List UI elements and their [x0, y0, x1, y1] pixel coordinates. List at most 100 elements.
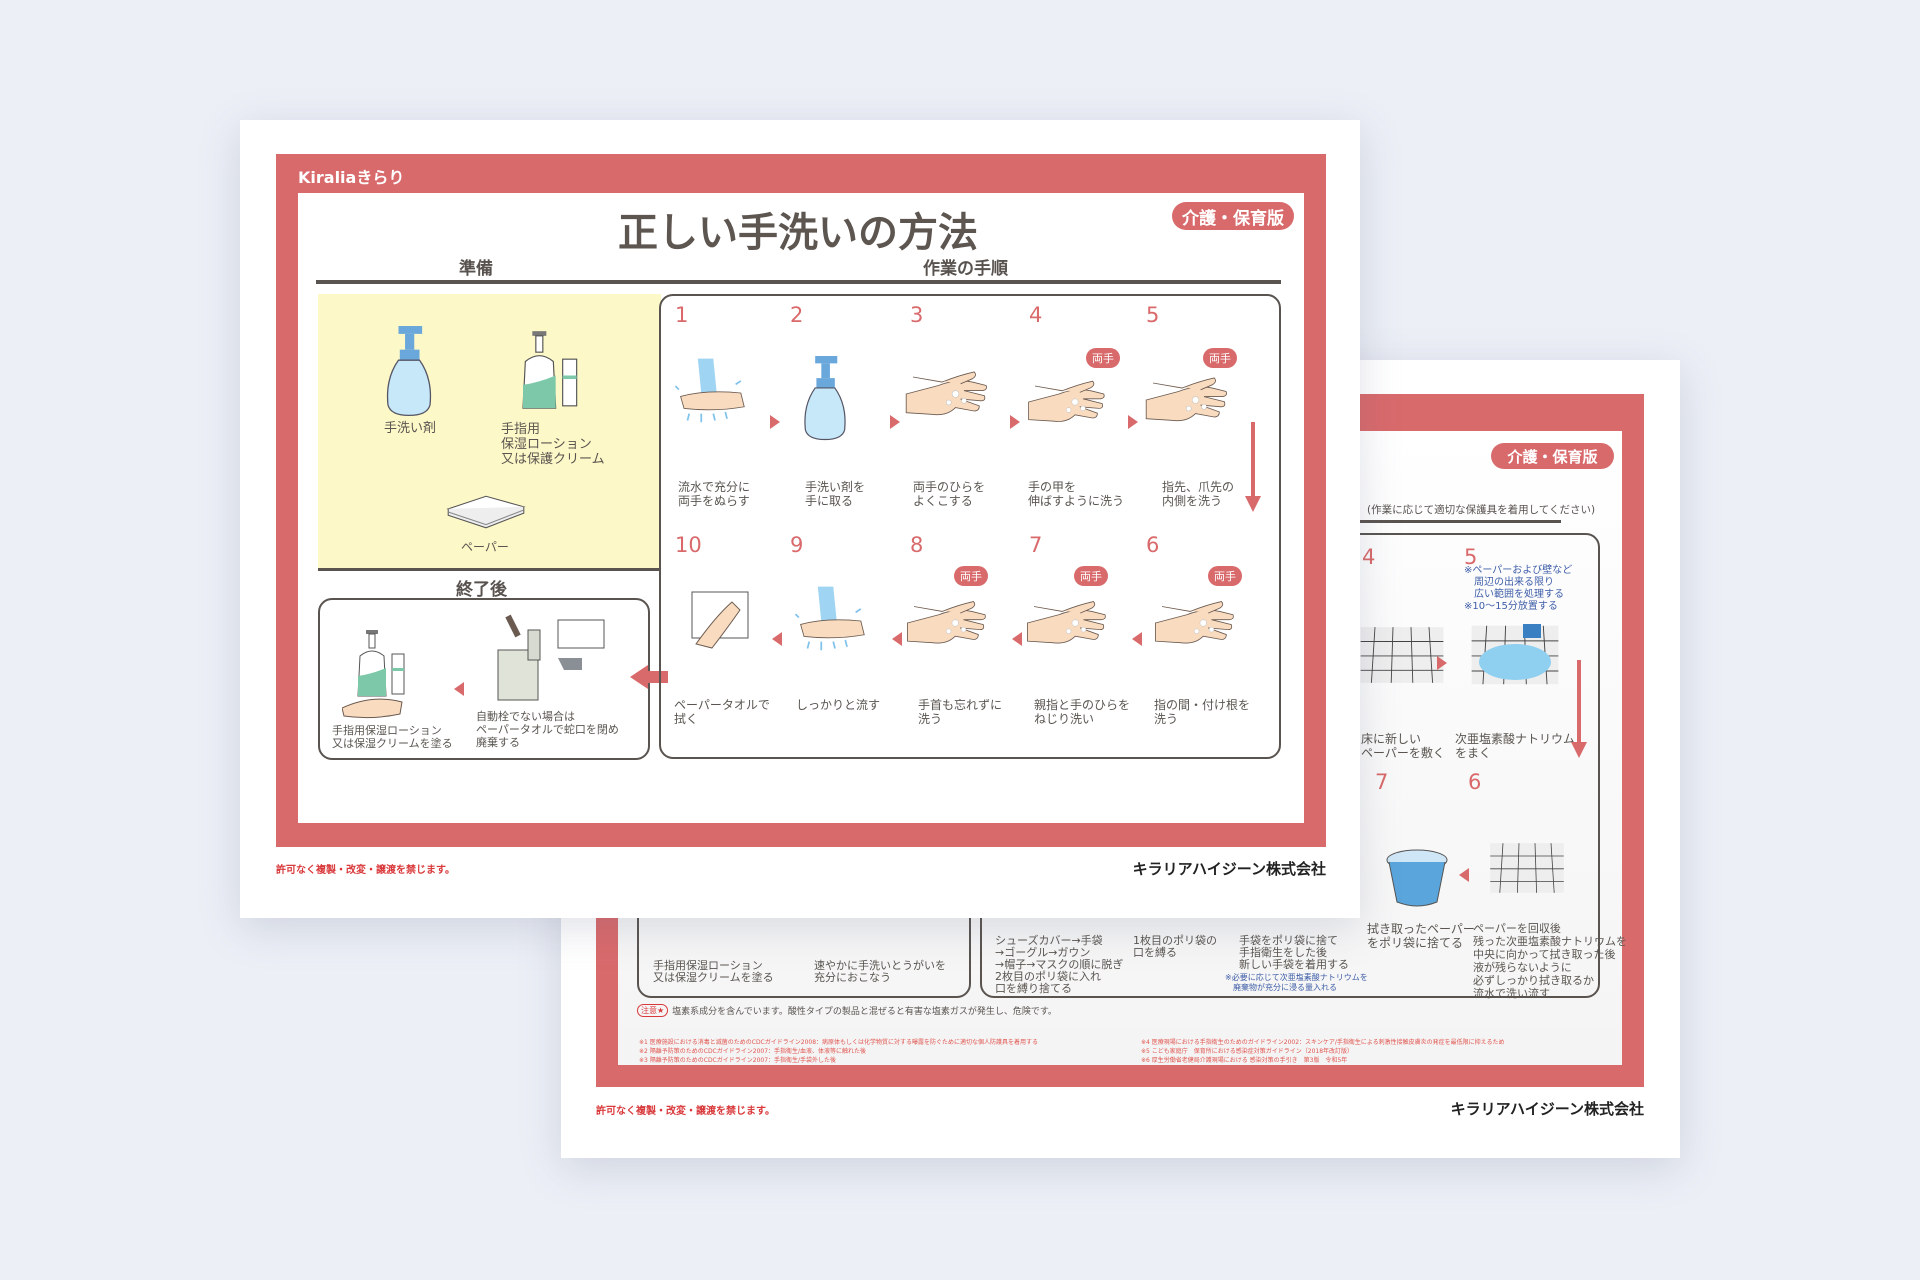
arrow-left-icon: [1012, 632, 1022, 646]
back-step-number: 6: [1468, 770, 1482, 794]
back-step-number: 5: [1464, 545, 1478, 569]
step-caption: 手首も忘れずに 洗う: [918, 698, 1003, 726]
step-number: 4: [1029, 303, 1043, 327]
step-number: 6: [1146, 533, 1160, 557]
paper-towel-stack-icon: [444, 490, 528, 532]
back-after-caption: 速やかに手洗いとうがいを 充分におこなう: [814, 959, 946, 984]
both-hands-badge: 両手: [954, 566, 988, 586]
after-caption: 自動栓でない場合は ペーパータオルで蛇口を閉め 廃棄する: [476, 710, 619, 749]
both-hands-badge: 両手: [1203, 348, 1237, 368]
lotion-apply-illustration: [342, 630, 405, 719]
arrow-left-icon: [772, 632, 782, 646]
step-caption: しっかりと流す: [796, 698, 881, 712]
twist-thumb-illustration: [1024, 590, 1110, 656]
prep-item-label: 手指用 保湿ローション 又は保護クリーム: [501, 422, 605, 467]
caution-line: 注意★ 塩素系成分を含んでいます。酸性タイプの製品と混ぜると有害な塩素ガスが発生…: [637, 1004, 1057, 1017]
wash-back-of-hands-illustration: [1024, 370, 1110, 434]
after-caption: 手指用保湿ローション 又は保湿クリームを塗る: [332, 724, 453, 750]
back-step-number: 4: [1362, 545, 1376, 569]
hand-soap-bottle-icon: [382, 326, 436, 418]
arrow-down-icon: [1577, 660, 1581, 750]
arrow-left-large-icon: [644, 671, 668, 683]
arrow-down-head: [1245, 496, 1261, 512]
both-hands-badge: 両手: [1208, 566, 1242, 586]
heading-rule: [316, 280, 1281, 284]
edition-badge: 介護・保育版: [1172, 202, 1294, 230]
arrow-left-large-head: [630, 665, 648, 689]
step-number: 10: [675, 533, 702, 557]
wash-wrists-illustration: [904, 590, 990, 656]
arrow-left-icon: [1459, 868, 1469, 882]
back-company-name: キラリアハイジーン株式会社: [1450, 1100, 1644, 1118]
back-step-note: ※ペーパーおよび壁など 周辺の出来る限り 広い範囲を処理する ※10〜15分放置…: [1464, 565, 1573, 612]
step-number: 8: [910, 533, 924, 557]
bucket-illustration: [1386, 849, 1448, 907]
step-number: 3: [910, 303, 924, 327]
step-number: 1: [675, 303, 689, 327]
back-after-caption: 手指用保湿ローション 又は保湿クリームを塗る: [653, 959, 774, 984]
rinse-hands-illustration: [672, 358, 758, 428]
arrow-right-icon: [1128, 415, 1138, 429]
back-step-caption: 床に新しい ペーパーを敷く: [1361, 732, 1445, 760]
step-caption: ペーパータオルで 拭く: [674, 698, 770, 726]
prep-item-label: ペーパー: [461, 540, 509, 554]
after-heading: 終了後: [456, 580, 507, 600]
step-caption: 指の間・付け根を 洗う: [1154, 698, 1251, 726]
step-number: 2: [790, 303, 804, 327]
arrow-left-icon: [1132, 632, 1142, 646]
both-hands-badge: 両手: [1074, 566, 1108, 586]
step-number: 5: [1146, 303, 1160, 327]
page-title: 正しい手洗いの方法: [618, 210, 978, 256]
step-caption: 流水で充分に 両手をぬらす: [678, 480, 751, 508]
front-copyright: 許可なく複製・改変・譲渡を禁じます。: [276, 865, 455, 876]
back-step-caption: 次亜塩素酸ナトリウム をまく: [1455, 732, 1576, 760]
lotion-bottle-icon: [516, 326, 586, 418]
trash-bin-faucet-illustration: [497, 614, 605, 701]
back-subtitle: (作業に応じて適切な保護具を着用してください): [1367, 504, 1596, 516]
step-caption: 手洗い剤を 手に取る: [805, 480, 866, 508]
arrow-right-icon: [1437, 656, 1447, 670]
brand-logo: Kiraliaきらり: [298, 168, 405, 187]
arrow-down-icon: [1251, 422, 1255, 502]
step-number: 9: [790, 533, 804, 557]
arrow-left-icon: [454, 682, 464, 696]
front-company-name: キラリアハイジーン株式会社: [1132, 860, 1326, 878]
back-step-caption: ペーパーを回収後 残った次亜塩素酸ナトリウムを 中央に向かって拭き取った後 液が…: [1473, 922, 1627, 1000]
pour-solution-illustration: [1467, 624, 1563, 688]
prep-heading: 準備: [459, 259, 493, 279]
footnotes-left: ※1 医療施設における消毒と滅菌のためのCDCガイドライン2008：病原体もしく…: [639, 1039, 1039, 1064]
rub-palms-illustration: [904, 360, 990, 428]
back-bottom-caption: シューズカバー→手袋 →ゴーグル→ガウン →帽子→マスクの順に脱ぎ 2枚目のポリ…: [995, 934, 1124, 995]
wipe-floor-illustration: [1487, 840, 1567, 896]
step-caption: 両手のひらを よくこする: [913, 480, 986, 508]
back-step-caption: 拭き取ったペーパー をポリ袋に捨てる: [1367, 922, 1475, 950]
take-soap-illustration: [800, 356, 850, 442]
step-caption: 手の甲を 伸ばすように洗う: [1028, 480, 1125, 508]
back-bottom-caption: 1枚目のポリ袋の 口を縛る: [1133, 934, 1217, 959]
wash-between-fingers-illustration: [1152, 590, 1238, 656]
back-bottom-caption: 手袋をポリ袋に捨て 手指衛生をした後 新しい手袋を着用する: [1239, 934, 1349, 971]
both-hands-badge: 両手: [1086, 348, 1120, 368]
back-step-number: 7: [1375, 770, 1389, 794]
front-card: Kiraliaきらり 正しい手洗いの方法 介護・保育版 準備 作業の手順 手洗い…: [240, 120, 1360, 918]
caution-badge: 注意★: [637, 1004, 669, 1017]
back-copyright: 許可なく複製・改変・譲渡を禁じます。: [596, 1106, 775, 1117]
footnotes-right: ※4 医療現場における手指衛生のためのガイドライン2002：スキンケア/手指衛生…: [1141, 1039, 1505, 1064]
rinse-thoroughly-illustration: [792, 586, 878, 656]
arrow-down-head: [1571, 742, 1587, 758]
dry-with-paper-towel-illustration: [691, 591, 749, 649]
caution-text: 塩素系成分を含んでいます。酸性タイプの製品と混ぜると有害な塩素ガスが発生し、危険…: [672, 1007, 1057, 1017]
wash-fingertips-illustration: [1144, 366, 1230, 434]
step-caption: 親指と手のひらを ねじり洗い: [1034, 698, 1131, 726]
procedure-heading: 作業の手順: [923, 259, 1008, 279]
arrow-right-icon: [1010, 415, 1020, 429]
steps-box: [659, 294, 1281, 759]
back-bottom-note: ※必要に応じて次亜塩素酸ナトリウムを 廃棄物が充分に浸る量入れる: [1225, 973, 1368, 992]
arrow-right-icon: [890, 415, 900, 429]
floor-paper-illustration: [1357, 622, 1447, 688]
step-caption: 指先、爪先の 内側を洗う: [1162, 480, 1235, 508]
prep-item-label: 手洗い剤: [384, 421, 437, 436]
step-number: 7: [1029, 533, 1043, 557]
back-edition-badge: 介護・保育版: [1491, 443, 1614, 469]
arrow-right-icon: [770, 415, 780, 429]
